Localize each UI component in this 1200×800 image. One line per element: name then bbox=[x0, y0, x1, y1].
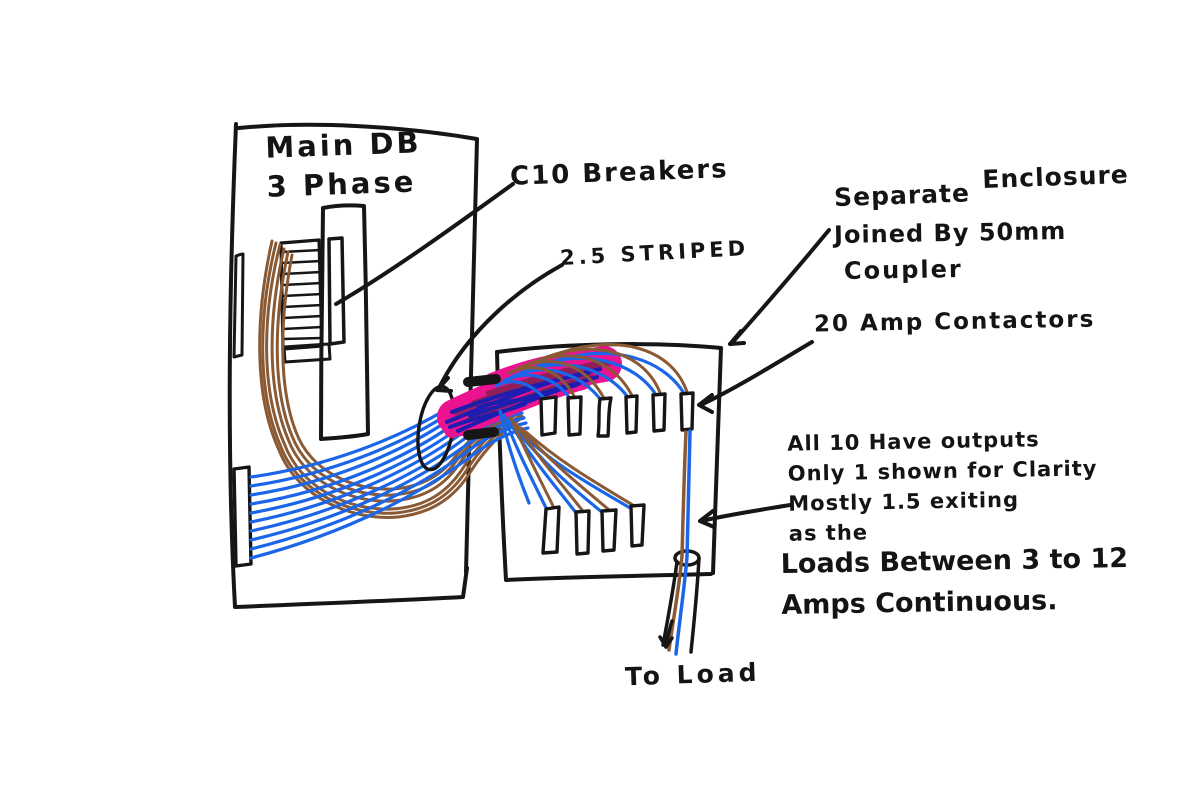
wire-strand bbox=[258, 239, 525, 519]
main-db-line1: Main DB bbox=[264, 125, 423, 165]
contactor bbox=[629, 503, 646, 548]
breaker-rungs bbox=[280, 248, 324, 341]
wire-strand bbox=[249, 426, 530, 560]
contactor bbox=[651, 392, 667, 433]
wire-strand bbox=[502, 413, 551, 516]
separate-word: Separate bbox=[833, 178, 971, 213]
arrowhead bbox=[698, 509, 716, 529]
arrowhead bbox=[728, 329, 746, 346]
door-slot bbox=[232, 252, 245, 359]
wire-strand bbox=[509, 416, 558, 514]
coupler-bar bbox=[463, 374, 501, 387]
contactor bbox=[624, 394, 639, 435]
to-load-label: To Load bbox=[624, 657, 761, 692]
contactor-row-bottom bbox=[541, 503, 646, 556]
joined-by-label: Joined By 50mm bbox=[833, 216, 1067, 250]
wire-strand bbox=[547, 343, 691, 401]
coupler-label: Coupler bbox=[843, 254, 963, 286]
contactor bbox=[574, 509, 591, 556]
enclosure-word: Enclosure bbox=[981, 159, 1130, 194]
loads-note: Loads Between 3 to 12 Amps Continuous. bbox=[780, 538, 1129, 626]
breaker-strip bbox=[279, 238, 324, 351]
wire-strand bbox=[516, 428, 639, 514]
conduit-wall bbox=[661, 560, 679, 647]
neutral-bar bbox=[232, 465, 253, 568]
loads-note-line2: Amps Continuous. bbox=[781, 585, 1058, 622]
to-load-arrow bbox=[658, 619, 674, 649]
contactor bbox=[596, 396, 613, 438]
arrowhead bbox=[435, 376, 453, 393]
wire-strand bbox=[498, 409, 531, 505]
arrowhead bbox=[697, 393, 714, 414]
wire-strand bbox=[511, 424, 610, 519]
contactor bbox=[541, 505, 561, 555]
enclosure-outline bbox=[495, 342, 723, 575]
din-rail-slot bbox=[327, 236, 346, 346]
enclosure-outline bbox=[227, 122, 469, 609]
contactor bbox=[539, 395, 558, 437]
callouts bbox=[334, 182, 831, 529]
conduit-wall bbox=[689, 556, 701, 654]
contactor bbox=[600, 508, 618, 553]
wire-strand bbox=[514, 422, 588, 517]
contactor bbox=[566, 395, 583, 437]
exiting-callout-line bbox=[699, 503, 792, 523]
main-db-line2: 3 Phase bbox=[266, 164, 417, 204]
contactors-label: 20 Amp Contactors bbox=[813, 306, 1096, 338]
arrowhead bbox=[658, 635, 674, 649]
wire-strand bbox=[519, 426, 616, 516]
outputs-note-line2: Only 1 shown for Clarity bbox=[787, 456, 1098, 486]
contactor-feed-brown bbox=[507, 343, 691, 517]
contactors-callout-line bbox=[699, 340, 814, 407]
coupler-bar bbox=[463, 427, 499, 440]
outputs-note: All 10 Have outputs Only 1 shown for Cla… bbox=[787, 423, 1099, 548]
c10-callout-line bbox=[334, 182, 515, 306]
wire-strand bbox=[261, 241, 523, 515]
contactor-row-top bbox=[539, 391, 695, 438]
load-wire-blue bbox=[674, 429, 692, 656]
wire-strand bbox=[524, 430, 643, 512]
coupler bbox=[463, 374, 501, 440]
contactor bbox=[679, 391, 695, 432]
loads-note-line1: Loads Between 3 to 12 bbox=[780, 542, 1129, 581]
breaker-strip-base bbox=[282, 342, 332, 364]
load-wire-brown bbox=[667, 430, 688, 652]
main-db-label: Main DB 3 Phase bbox=[265, 123, 424, 206]
wire-strand bbox=[448, 402, 527, 429]
striped-callout-line bbox=[437, 263, 564, 390]
